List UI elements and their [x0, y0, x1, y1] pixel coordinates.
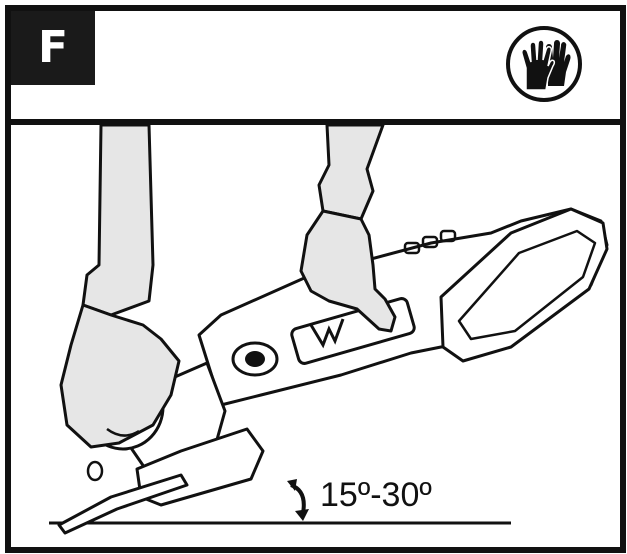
instruction-panel: F — [5, 5, 626, 553]
rotation-arrow-icon — [287, 479, 309, 521]
step-letter-badge: F — [11, 11, 95, 85]
header-divider — [11, 119, 620, 125]
grinder-illustration — [49, 125, 609, 535]
protective-gloves-icon — [506, 26, 582, 102]
angle-range-label: 15º-30º — [320, 476, 432, 514]
